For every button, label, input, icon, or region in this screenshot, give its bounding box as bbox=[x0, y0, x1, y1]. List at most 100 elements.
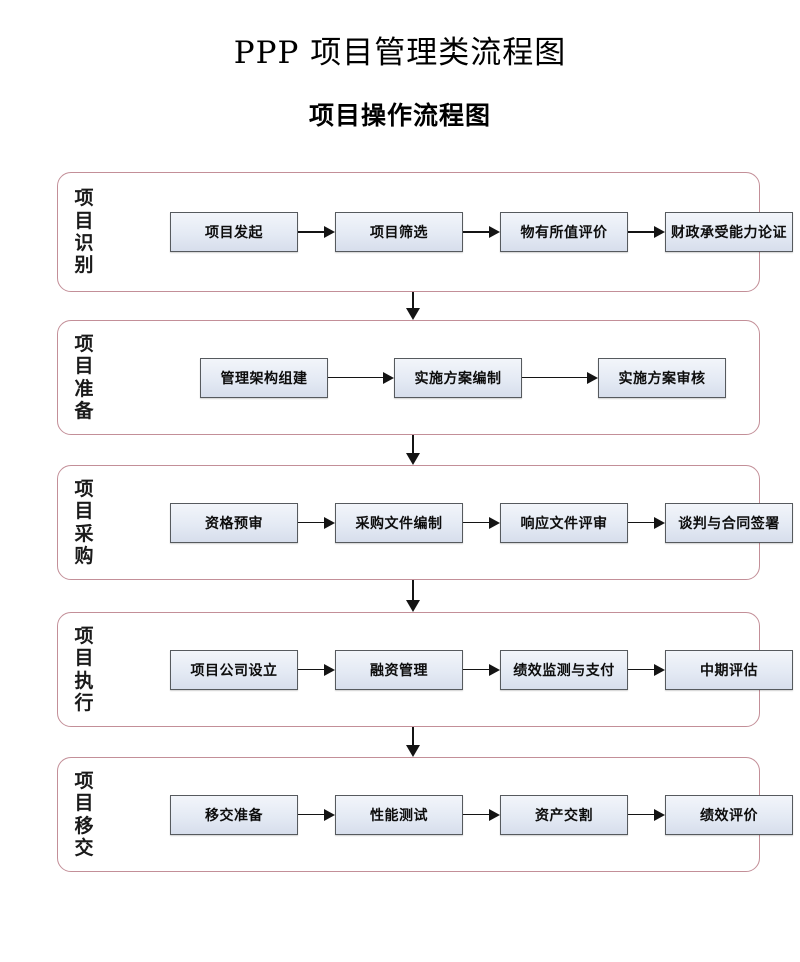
arrow-line bbox=[412, 435, 414, 454]
arrow-head bbox=[654, 226, 665, 238]
arrow-line bbox=[628, 521, 655, 524]
arrow-line bbox=[412, 292, 414, 309]
arrow-head bbox=[324, 663, 335, 676]
arrow-line bbox=[298, 521, 325, 524]
stage-body-execute: 项目公司设立融资管理绩效监测与支付中期评估 bbox=[104, 613, 793, 726]
arrow-line bbox=[328, 376, 384, 379]
arrow-line bbox=[463, 668, 490, 671]
arrow-down-icon bbox=[406, 292, 420, 320]
arrow-right-icon bbox=[463, 663, 500, 676]
arrow-head bbox=[324, 516, 335, 529]
process-box[interactable]: 项目公司设立 bbox=[170, 649, 298, 690]
arrow-head bbox=[654, 808, 665, 821]
arrow-right-icon bbox=[298, 663, 335, 676]
process-box[interactable]: 财政承受能力论证 bbox=[665, 212, 793, 252]
arrow-line bbox=[298, 668, 325, 671]
arrow-head bbox=[654, 663, 665, 676]
stage-label-prepare: 项目准备 bbox=[58, 321, 104, 434]
stage-body-procure: 资格预审采购文件编制响应文件评审谈判与合同签署 bbox=[104, 466, 793, 579]
arrow-head bbox=[406, 600, 420, 612]
arrow-down-icon bbox=[406, 435, 420, 465]
arrow-head bbox=[406, 308, 420, 320]
process-box[interactable]: 移交准备 bbox=[170, 794, 298, 835]
stage-label-procure: 项目采购 bbox=[58, 466, 104, 579]
process-box[interactable]: 性能测试 bbox=[335, 794, 463, 835]
stage-label-char: 购 bbox=[74, 544, 94, 567]
stage-label-char: 项 bbox=[74, 769, 94, 792]
arrow-head bbox=[383, 371, 394, 384]
arrow-head bbox=[406, 453, 420, 465]
stage-transfer[interactable]: 项目移交移交准备性能测试资产交割绩效评价 bbox=[57, 757, 793, 872]
process-box[interactable]: 资产交割 bbox=[500, 794, 628, 835]
arrow-down-icon bbox=[406, 580, 420, 612]
arrow-head bbox=[654, 516, 665, 529]
arrow-right-icon bbox=[463, 808, 500, 821]
page-title: PPP 项目管理类流程图 bbox=[233, 35, 567, 71]
stage-identify[interactable]: 项目识别项目发起项目筛选物有所值评价财政承受能力论证 bbox=[57, 172, 793, 292]
arrow-line bbox=[412, 727, 414, 746]
arrow-line bbox=[463, 813, 490, 816]
process-box[interactable]: 中期评估 bbox=[665, 649, 793, 690]
arrow-head bbox=[324, 226, 335, 238]
arrow-down-icon bbox=[406, 727, 420, 757]
process-box[interactable]: 物有所值评价 bbox=[500, 212, 628, 252]
stage-label-identify: 项目识别 bbox=[58, 173, 104, 291]
process-box[interactable]: 绩效评价 bbox=[665, 794, 793, 835]
process-box[interactable]: 项目筛选 bbox=[335, 212, 463, 252]
arrow-right-icon bbox=[628, 808, 665, 821]
process-box[interactable]: 采购文件编制 bbox=[335, 502, 463, 543]
stage-label-char: 移 bbox=[74, 814, 94, 837]
arrow-right-icon bbox=[298, 516, 335, 529]
stage-label-char: 采 bbox=[74, 522, 94, 545]
process-box[interactable]: 绩效监测与支付 bbox=[500, 649, 628, 690]
process-box[interactable]: 实施方案审核 bbox=[598, 357, 726, 398]
process-box[interactable]: 融资管理 bbox=[335, 649, 463, 690]
process-box[interactable]: 响应文件评审 bbox=[500, 502, 628, 543]
arrow-right-icon bbox=[463, 516, 500, 529]
arrow-head bbox=[489, 516, 500, 529]
arrow-line bbox=[298, 813, 325, 816]
process-box[interactable]: 管理架构组建 bbox=[200, 357, 328, 398]
stage-label-char: 项 bbox=[74, 332, 94, 355]
arrow-right-icon bbox=[298, 808, 335, 821]
title-block: PPP 项目管理类流程图 项目操作流程图 bbox=[0, 0, 800, 132]
arrow-line bbox=[628, 668, 655, 671]
arrow-head bbox=[489, 808, 500, 821]
stage-label-char: 交 bbox=[74, 836, 94, 859]
stage-body-transfer: 移交准备性能测试资产交割绩效评价 bbox=[104, 758, 793, 871]
stage-prepare[interactable]: 项目准备 管理架构组建 实施方案编制 实施方案审核 bbox=[57, 320, 760, 435]
arrow-right-icon bbox=[298, 226, 335, 238]
stage-label-char: 目 bbox=[74, 500, 94, 523]
arrow-right-icon bbox=[628, 226, 665, 238]
stage-body-identify: 项目发起项目筛选物有所值评价财政承受能力论证 bbox=[104, 173, 793, 291]
arrow-right-icon bbox=[522, 371, 598, 384]
arrow-line bbox=[412, 580, 414, 601]
arrow-head bbox=[587, 371, 598, 384]
process-box[interactable]: 谈判与合同签署 bbox=[665, 502, 793, 543]
page-subtitle: 项目操作流程图 bbox=[308, 101, 491, 131]
arrow-line bbox=[628, 231, 655, 233]
stage-label-execute: 项目执行 bbox=[58, 613, 104, 726]
stage-body-prepare: 管理架构组建 实施方案编制 实施方案审核 bbox=[104, 321, 759, 434]
arrow-head bbox=[324, 808, 335, 821]
process-box[interactable]: 资格预审 bbox=[170, 502, 298, 543]
arrow-right-icon bbox=[628, 516, 665, 529]
stage-label-char: 项 bbox=[74, 477, 94, 500]
arrow-right-icon bbox=[328, 371, 394, 384]
stage-label-char: 项 bbox=[74, 624, 94, 647]
stage-label-char: 识 bbox=[74, 232, 94, 254]
stage-label-char: 执 bbox=[74, 669, 94, 692]
arrow-right-icon bbox=[463, 226, 500, 238]
stage-label-char: 目 bbox=[74, 355, 94, 378]
process-box[interactable]: 项目发起 bbox=[170, 212, 298, 252]
arrow-line bbox=[463, 231, 490, 233]
arrow-line bbox=[298, 231, 325, 233]
stage-label-char: 目 bbox=[74, 792, 94, 815]
stage-procure[interactable]: 项目采购资格预审采购文件编制响应文件评审谈判与合同签署 bbox=[57, 465, 793, 580]
arrow-right-icon bbox=[628, 663, 665, 676]
stage-label-transfer: 项目移交 bbox=[58, 758, 104, 871]
process-box[interactable]: 实施方案编制 bbox=[394, 357, 522, 398]
stage-label-char: 目 bbox=[74, 647, 94, 670]
stage-execute[interactable]: 项目执行项目公司设立融资管理绩效监测与支付中期评估 bbox=[57, 612, 793, 727]
